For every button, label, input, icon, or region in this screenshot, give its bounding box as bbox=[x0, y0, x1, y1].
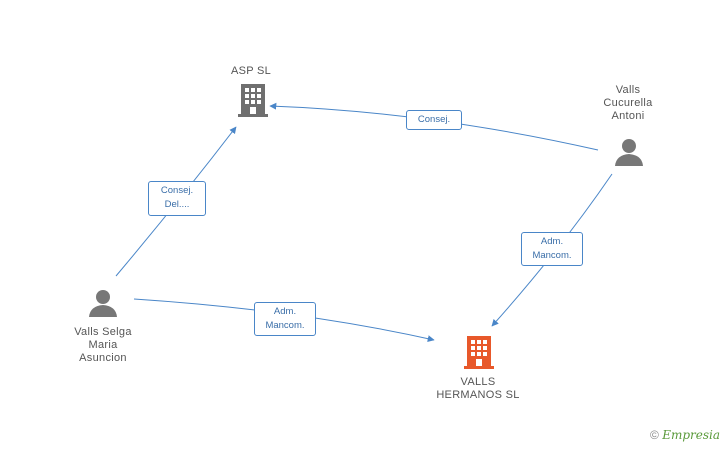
copyright-icon: © bbox=[650, 428, 659, 442]
node-label-asp[interactable]: ASP SL bbox=[230, 65, 272, 77]
person-icon[interactable] bbox=[615, 139, 643, 166]
node-label-valls-cucurella[interactable]: Valls Cucurella Antoni bbox=[603, 84, 653, 122]
edge-label-selga-asp[interactable]: Consej. Del.... bbox=[148, 181, 206, 216]
watermark: © Empresia bbox=[650, 428, 720, 442]
building-icon[interactable] bbox=[464, 336, 494, 369]
building-icon[interactable] bbox=[238, 84, 268, 117]
node-label-valls-hermanos[interactable]: VALLS HERMANOS SL bbox=[436, 376, 520, 401]
edge-label-cucurella-hermanos[interactable]: Adm. Mancom. bbox=[521, 232, 583, 266]
person-icon[interactable] bbox=[89, 290, 117, 317]
edge-label-selga-hermanos[interactable]: Adm. Mancom. bbox=[254, 302, 316, 336]
brand-logo: Empresia bbox=[662, 428, 720, 442]
node-label-valls-selga[interactable]: Valls Selga Maria Asuncion bbox=[74, 326, 132, 364]
edge-label-cucurella-asp[interactable]: Consej. bbox=[406, 110, 462, 130]
